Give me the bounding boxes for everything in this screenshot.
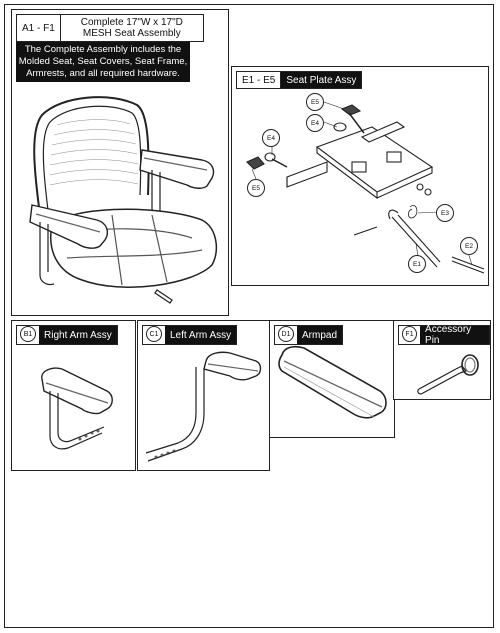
right-arm-title: Right Arm Assy [39, 326, 117, 344]
callout-e3: E3 [436, 204, 454, 222]
armpad-header: D1 Armpad [274, 325, 344, 345]
complete-seat-code: A1 - F1 [17, 15, 61, 41]
panel-accessory-pin: F1 Accessory Pin [393, 320, 491, 400]
complete-seat-desc-line3: Armrests, and all required hardware. [26, 68, 180, 79]
left-arm-title: Left Arm Assy [165, 326, 237, 344]
complete-seat-title-line2: MESH Seat Assembly [82, 28, 181, 39]
callout-e4-top: E4 [306, 114, 324, 132]
panel-seat-plate-assembly: E1 - E5 Seat Plate Assy [231, 66, 489, 286]
panel-complete-seat-assembly: A1 - F1 Complete 17"W x 17"D MESH Seat A… [11, 9, 229, 316]
armpad-illustration [278, 345, 387, 419]
seat-plate-title: Seat Plate Assy [281, 72, 362, 88]
right-arm-header: B1 Right Arm Assy [16, 325, 118, 345]
callout-e1: E1 [408, 255, 426, 273]
complete-seat-desc-line2: Molded Seat, Seat Covers, Seat Frame, [18, 56, 188, 67]
callout-e2: E2 [460, 237, 478, 255]
left-arm-header: C1 Left Arm Assy [142, 325, 238, 345]
callout-e4-left: E4 [262, 129, 280, 147]
accessory-pin-badge: F1 [402, 326, 418, 342]
armpad-badge: D1 [278, 326, 294, 342]
accessory-pin-illustration [417, 354, 479, 395]
accessory-pin-header: F1 Accessory Pin [398, 324, 490, 346]
callout-e5-left: E5 [247, 179, 265, 197]
armpad-title: Armpad [297, 326, 343, 344]
parts-sheet: A1 - F1 Complete 17"W x 17"D MESH Seat A… [4, 4, 494, 628]
seat-plate-code: E1 - E5 [237, 72, 282, 88]
callout-e5-top: E5 [306, 93, 324, 111]
left-arm-badge: C1 [146, 326, 162, 342]
seat-plate-header: E1 - E5 Seat Plate Assy [236, 71, 363, 89]
right-arm-illustration [41, 367, 113, 450]
seat-assembly-illustration [29, 96, 218, 304]
seat-plate-illustration [246, 101, 485, 274]
complete-seat-description: The Complete Assembly includes the Molde… [16, 42, 190, 82]
complete-seat-title: Complete 17"W x 17"D MESH Seat Assembly [61, 15, 203, 41]
left-arm-illustration [145, 351, 262, 462]
complete-seat-title-line1: Complete 17"W x 17"D [80, 17, 183, 28]
accessory-pin-title: Accessory Pin [420, 324, 489, 346]
panel-left-arm-assembly: C1 Left Arm Assy [137, 320, 270, 471]
right-arm-badge: B1 [20, 326, 36, 342]
complete-seat-header: A1 - F1 Complete 17"W x 17"D MESH Seat A… [16, 14, 204, 42]
complete-seat-desc-line1: The Complete Assembly includes the [24, 44, 182, 55]
panel-right-arm-assembly: B1 Right Arm Assy [11, 320, 136, 471]
panel-armpad: D1 Armpad [269, 320, 395, 438]
